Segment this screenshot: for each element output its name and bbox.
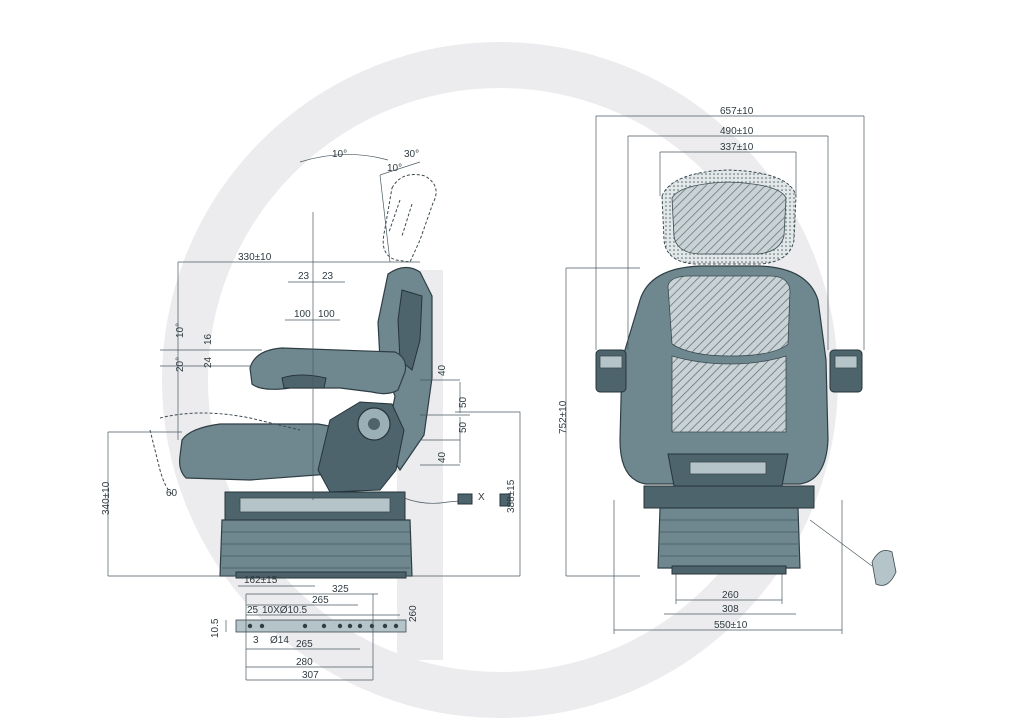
tilt-10-label: 10° bbox=[175, 323, 186, 338]
mounting-rail bbox=[235, 619, 407, 633]
front-dimension-lines bbox=[565, 115, 865, 634]
width-330-label: 330±10 bbox=[238, 252, 272, 263]
d307-label: 307 bbox=[302, 670, 319, 681]
tilt-20-label: 20° bbox=[175, 357, 186, 372]
width-550-label: 550±10 bbox=[714, 620, 748, 631]
d25-label: 25 bbox=[247, 605, 259, 616]
d14-label: Ø14 bbox=[270, 635, 289, 646]
d325-label: 325 bbox=[332, 584, 349, 595]
lever-detail bbox=[871, 549, 897, 586]
rail-view: 325 265 25 10XØ10.5 260 10.5 3 Ø14 265 2… bbox=[210, 584, 419, 681]
v40b-label: 40 bbox=[437, 451, 448, 463]
d100a-label: 100 bbox=[294, 309, 311, 320]
v50b-label: 50 bbox=[458, 421, 469, 433]
width-260-label: 260 bbox=[722, 590, 739, 601]
front-view: 657±10 490±10 337±10 752±10 260 308 550±… bbox=[558, 106, 897, 634]
d3-label: 3 bbox=[253, 635, 259, 646]
back-pad bbox=[667, 275, 791, 357]
back-angle-30-label: 30° bbox=[404, 149, 419, 160]
d265a-label: 265 bbox=[312, 595, 329, 606]
d23a-label: 23 bbox=[298, 271, 310, 282]
d260-rail-label: 260 bbox=[408, 605, 419, 622]
width-337-label: 337±10 bbox=[720, 142, 754, 153]
backrest-panel bbox=[397, 289, 423, 371]
reclined-backrest-outline bbox=[382, 174, 437, 263]
width-490-label: 490±10 bbox=[720, 126, 754, 137]
d265b-label: 265 bbox=[296, 639, 313, 650]
h24-label: 24 bbox=[203, 356, 214, 368]
d10-5-label: 10.5 bbox=[210, 618, 221, 638]
d100b-label: 100 bbox=[318, 309, 335, 320]
front-bellows bbox=[657, 507, 801, 569]
back-angle-10-label: 10° bbox=[332, 149, 347, 160]
d60-label: 60 bbox=[166, 488, 178, 499]
holes-label: 10XØ10.5 bbox=[262, 605, 307, 616]
side-dimension-lines bbox=[107, 154, 521, 587]
width-657-label: 657±10 bbox=[720, 106, 754, 117]
x-mark-label: X bbox=[478, 492, 485, 503]
height-340-label: 340±10 bbox=[101, 481, 112, 515]
connector-plug bbox=[457, 493, 473, 505]
d23b-label: 23 bbox=[322, 271, 334, 282]
armrest bbox=[249, 347, 407, 395]
side-view: 10° 30° 10° 330±10 23 23 100 100 10° 20°… bbox=[101, 149, 521, 587]
v50a-label: 50 bbox=[458, 396, 469, 408]
width-308-label: 308 bbox=[722, 604, 739, 615]
v40a-label: 40 bbox=[437, 364, 448, 376]
rail-dimension-lines bbox=[225, 593, 400, 681]
d162-label: 162±15 bbox=[244, 575, 278, 586]
seat-base bbox=[235, 571, 407, 579]
height-388-label: 388±15 bbox=[506, 479, 517, 513]
height-752-label: 752±10 bbox=[558, 400, 569, 434]
back-angle-10b-label: 10° bbox=[387, 163, 402, 174]
suspension-bellows bbox=[219, 519, 413, 577]
h16-label: 16 bbox=[203, 333, 214, 345]
d280-label: 280 bbox=[296, 657, 313, 668]
